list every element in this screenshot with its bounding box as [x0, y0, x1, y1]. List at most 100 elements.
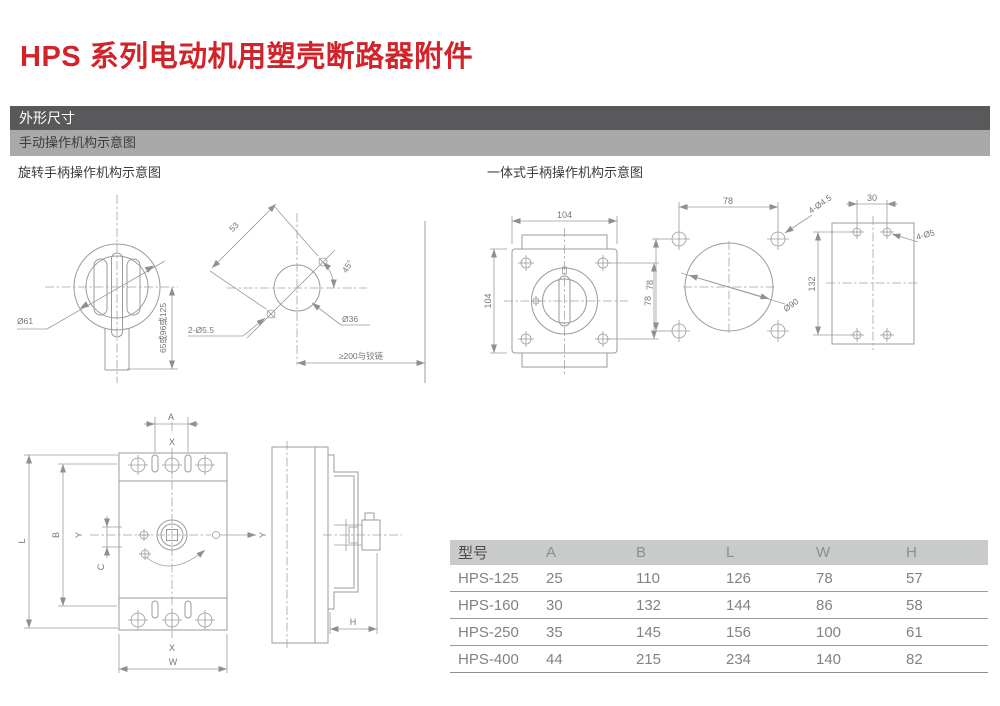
dim-cutout-pitch-h: 78 — [678, 196, 779, 228]
terminal-hole — [128, 455, 148, 475]
dim-label-angle: 45° — [340, 258, 355, 274]
dim-shaft-length: 65或96或125 — [127, 287, 178, 370]
column-header-model: 型号 — [450, 540, 538, 565]
dim-label-hole-pitch: 53 — [227, 220, 241, 234]
dim-plate-height: 104 — [483, 248, 507, 354]
plate-small-hole — [531, 296, 541, 306]
cell-l: 126 — [726, 569, 752, 587]
plate-corner-hole — [595, 255, 611, 271]
cell-b: 145 — [636, 623, 662, 641]
breaker-front-view: X X Y Y A L B C — [17, 412, 268, 673]
dim-label-w: W — [169, 657, 178, 667]
dim-b: B — [51, 463, 117, 607]
dim-label-center-hole: Ø36 — [342, 314, 358, 324]
cell-h: 58 — [906, 596, 923, 614]
bracket-hole — [880, 225, 894, 239]
axis-label-x-bottom: X — [169, 643, 175, 653]
mounting-hole — [266, 309, 276, 319]
bracket-hole — [850, 328, 864, 342]
dim-cutout-holes: 4-Ø4.5 — [784, 192, 834, 234]
terminal-hole — [195, 455, 215, 475]
page-title: HPS 系列电动机用塑壳断路器附件 — [20, 41, 474, 74]
dim-label-l: L — [17, 538, 27, 543]
cutout-hole — [767, 320, 789, 342]
dim-label-cutout-pitch-h: 78 — [723, 196, 733, 206]
dim-bracket-height: 132 — [807, 231, 854, 336]
dim-cutout-pitch-v: 78 — [645, 238, 668, 332]
cell-b: 215 — [636, 650, 662, 668]
plate-corner-hole — [518, 255, 534, 271]
cell-h: 57 — [906, 569, 923, 587]
cell-l: 144 — [726, 596, 752, 614]
integrated-plate-view: 104 104 78 — [483, 210, 659, 374]
rotary-handle-drawing: Ø61 65或96或125 53 45° — [17, 195, 426, 383]
dim-c: C — [96, 516, 122, 570]
dim-cutout-diameter: Ø90 — [680, 272, 801, 314]
integrated-handle-diagram-label: 一体式手柄操作机构示意图 — [487, 165, 644, 180]
cell-l: 156 — [726, 623, 752, 641]
dim-label-knob-diameter: Ø61 — [17, 316, 33, 326]
section-subheader-bar: 手动操作机构示意图 — [10, 130, 990, 156]
breaker-outline-drawing: X X Y Y A L B C — [17, 412, 402, 673]
dim-bracket-hole-pitch: 30 — [846, 193, 898, 225]
section-subheader-label: 手动操作机构示意图 — [19, 135, 137, 150]
integrated-bracket-view: 30 4-Ø5 — [826, 193, 936, 350]
dim-label-cutout-pitch-v: 78 — [645, 280, 655, 290]
breaker-side-view: H — [271, 441, 402, 649]
terminal-hole — [195, 610, 215, 630]
cutout-hole — [668, 320, 690, 342]
cell-h: 61 — [906, 623, 923, 641]
axis-label-y-right: Y — [258, 532, 268, 538]
cutout-hole — [767, 228, 789, 250]
cell-a: 30 — [546, 596, 563, 614]
rotary-mounting-pattern-view: 53 45° 2-Ø5.5 Ø36 ≥200与铰链 — [188, 203, 426, 383]
cell-a: 35 — [546, 623, 563, 641]
dim-angle: 45° — [322, 258, 355, 289]
dim-label-a: A — [168, 412, 174, 422]
section-header-bar: 外形尺寸 — [10, 106, 990, 130]
dim-label-h: H — [350, 617, 357, 627]
column-header-w: W — [808, 540, 898, 565]
dim-label-plate-width: 104 — [557, 210, 572, 220]
table-header-row: 型号 A B L W H — [450, 540, 988, 565]
dim-hinge-clearance: ≥200与铰链 — [297, 351, 425, 366]
table-row: HPS-250 35 145 156 100 61 — [450, 618, 988, 646]
dim-label-plate-hole-pitch: 78 — [643, 296, 653, 306]
plate-corner-hole — [518, 331, 534, 347]
dim-bracket-holes: 4-Ø5 — [891, 227, 936, 243]
axis-label-x-top: X — [169, 437, 175, 447]
dim-hole-pitch: 53 — [209, 203, 319, 310]
integrated-cutout-view: 78 78 4-Ø4.5 Ø90 132 — [645, 192, 854, 342]
dim-w: W — [118, 634, 228, 673]
table-row: HPS-160 30 132 144 86 58 — [450, 591, 988, 619]
cell-a: 25 — [546, 569, 563, 587]
dim-mounting-holes: 2-Ø5.5 — [188, 317, 266, 337]
dim-label-cutout-holes: 4-Ø4.5 — [806, 192, 833, 215]
cutout-hole — [668, 228, 690, 250]
bracket-hole — [850, 225, 864, 239]
operating-mechanism — [138, 519, 220, 567]
column-header-l: L — [718, 540, 808, 565]
cell-model: HPS-400 — [458, 650, 519, 668]
cell-b: 110 — [636, 569, 660, 587]
rotary-knob-view: Ø61 65或96或125 — [17, 195, 178, 383]
dim-label-hinge-clearance: ≥200与铰链 — [339, 351, 384, 361]
column-header-b: B — [628, 540, 718, 565]
handle-operator — [334, 512, 381, 551]
bracket-hole — [880, 328, 894, 342]
cell-a: 44 — [546, 650, 563, 668]
integrated-handle-drawing: 104 104 78 78 — [483, 192, 936, 374]
plate-corner-hole — [595, 331, 611, 347]
table-row: HPS-400 44 215 234 140 82 — [450, 645, 988, 673]
dim-label-bracket-hole-pitch: 30 — [867, 193, 877, 203]
cell-model: HPS-250 — [458, 623, 519, 641]
terminal-hole — [128, 610, 148, 630]
table-row: HPS-125 25 110 126 78 57 — [450, 565, 988, 592]
dim-label-cutout-diameter: Ø90 — [781, 296, 800, 314]
dim-center-hole: Ø36 — [311, 302, 370, 326]
cell-l: 234 — [726, 650, 752, 668]
dim-label-c: C — [96, 563, 106, 570]
dimensions-table: 型号 A B L W H HPS-125 25 110 126 78 57 HP… — [450, 540, 988, 673]
dim-plate-width: 104 — [511, 210, 618, 244]
dim-label-mounting-holes: 2-Ø5.5 — [188, 325, 214, 335]
